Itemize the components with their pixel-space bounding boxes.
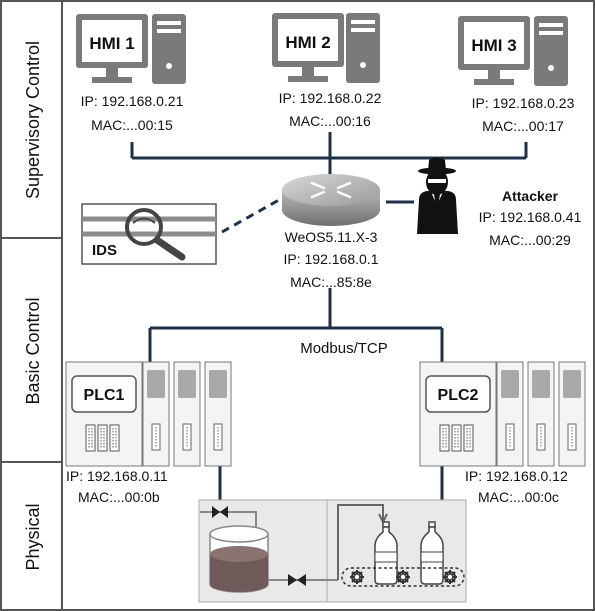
- plc-1-label: PLC1: [84, 387, 125, 404]
- computer-tower-icon: [534, 16, 568, 86]
- plc-rack-icon: [419, 361, 586, 467]
- tank-icon: [209, 525, 269, 593]
- ids: IDS: [81, 203, 217, 265]
- layer-label-supervisory: Supervisory Control: [23, 41, 43, 199]
- router: WeOS5.11.X-3 IP: 192.168.0.1 MAC:...85:8…: [282, 174, 380, 290]
- outlet-valve-icon: [288, 574, 306, 586]
- hacker-icon: [417, 157, 458, 234]
- filling-pipe: [337, 504, 384, 580]
- computer-tower-icon: [346, 13, 380, 83]
- hmi-3: HMI 3 IP: 192.168.0.23 MAC:...00:17: [458, 16, 575, 134]
- hmi-1-label: HMI 1: [89, 34, 134, 53]
- plc-1: PLC1 IP: 192.168.0.11 MAC:...00:0b: [65, 361, 232, 505]
- ids-mirror-link: [221, 194, 287, 234]
- ids-label: IDS: [92, 242, 117, 259]
- hmi-3-ip: IP: 192.168.0.23: [472, 95, 575, 111]
- router-icon: [282, 174, 380, 226]
- hmi-2-mac: MAC:...00:16: [289, 113, 371, 129]
- attacker: Attacker IP: 192.168.0.41 MAC:...00:29: [417, 157, 582, 248]
- hmi-3-label: HMI 3: [471, 36, 516, 55]
- conveyor-icon: [341, 567, 465, 587]
- supervisory-network-lines: [130, 132, 528, 510]
- hmi-2: HMI 2 IP: 192.168.0.22 MAC:...00:16: [272, 13, 382, 129]
- hmi-1-ip: IP: 192.168.0.21: [81, 93, 184, 109]
- computer-tower-icon: [152, 14, 186, 84]
- magnifier-icon: [125, 208, 186, 261]
- hmi-1: HMI 1 IP: 192.168.0.21 MAC:...00:15: [76, 14, 186, 133]
- hmi-2-ip: IP: 192.168.0.22: [279, 90, 382, 106]
- plc-1-ip: IP: 192.168.0.11: [66, 468, 168, 484]
- hmi-1-mac: MAC:...00:15: [91, 117, 173, 133]
- physical-process: [198, 499, 467, 603]
- plc-2-mac: MAC:...00:0c: [478, 489, 559, 505]
- plc-2-label: PLC2: [438, 387, 479, 404]
- inlet-valve-icon: [212, 506, 228, 518]
- plc-1-mac: MAC:...00:0b: [78, 489, 160, 505]
- layer-label-physical: Physical: [23, 503, 43, 570]
- router-ip: IP: 192.168.0.1: [284, 251, 379, 267]
- plc-2: PLC2 IP: 192.168.0.12 MAC:...00:0c: [419, 361, 586, 505]
- attacker-ip: IP: 192.168.0.41: [479, 209, 582, 225]
- plc-2-ip: IP: 192.168.0.12: [465, 468, 568, 484]
- router-name: WeOS5.11.X-3: [285, 229, 378, 245]
- hmi-3-mac: MAC:...00:17: [482, 118, 564, 134]
- protocol-label: Modbus/TCP: [300, 340, 388, 357]
- plc-rack-icon: [65, 361, 232, 467]
- layer-label-basic: Basic Control: [23, 297, 43, 404]
- hmi-2-label: HMI 2: [285, 33, 330, 52]
- attacker-mac: MAC:...00:29: [489, 232, 571, 248]
- attacker-label: Attacker: [502, 188, 559, 204]
- router-mac: MAC:...85:8e: [290, 274, 372, 290]
